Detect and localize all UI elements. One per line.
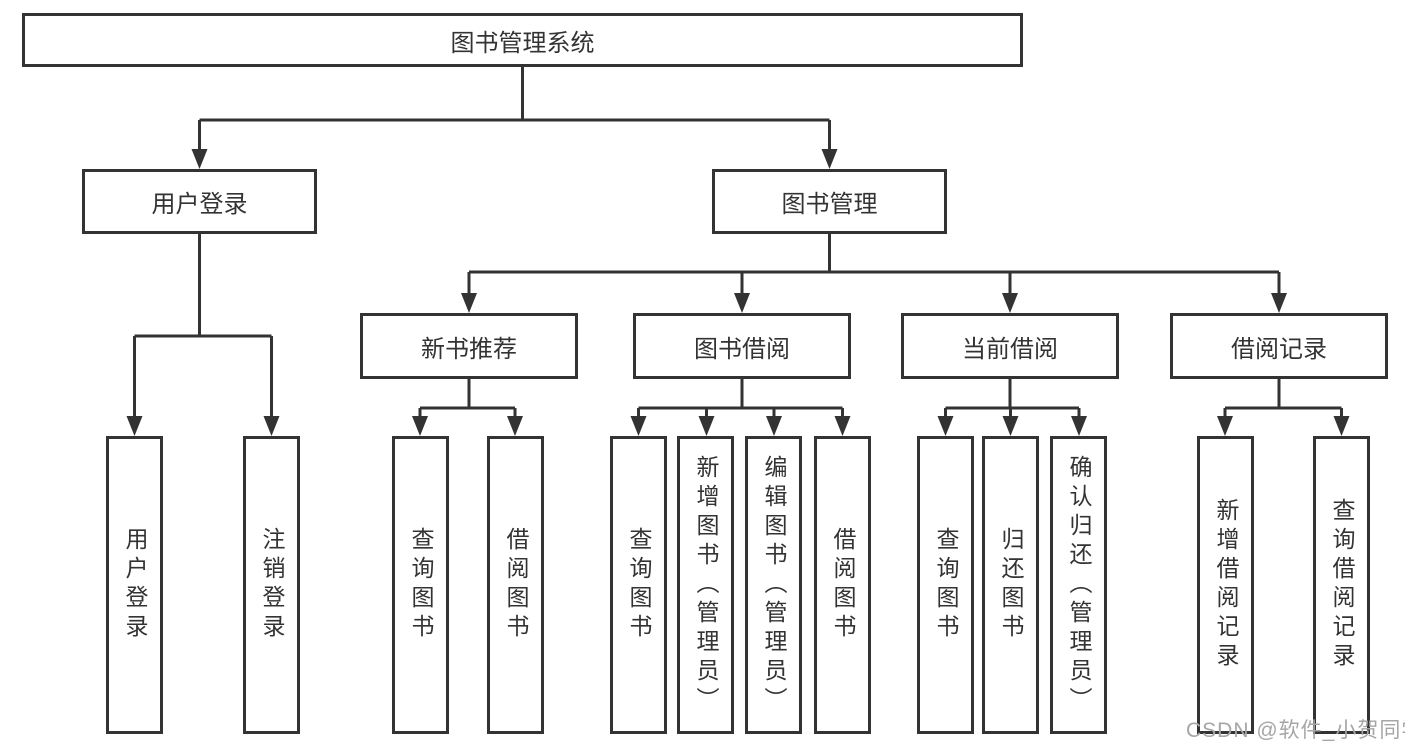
leaf-query-books-current: 查询图书 — [917, 436, 974, 734]
leaf-return-books: 归还图书 — [982, 436, 1039, 734]
node-book-management-group: 图书管理 — [712, 169, 947, 234]
connector-user-login — [126, 234, 280, 436]
leaf-borrow-books-recommend: 借阅图书 — [487, 436, 544, 734]
leaf-confirm-return-admin: 确认归还（管理员） — [1050, 436, 1107, 734]
node-new-book-recommend: 新书推荐 — [360, 313, 578, 379]
leaf-add-borrow-record: 新增借阅记录 — [1197, 436, 1254, 734]
leaf-label: 新增借阅记录 — [1213, 498, 1239, 672]
leaf-label: 查询借阅记录 — [1329, 498, 1355, 672]
node-current-borrowing: 当前借阅 — [901, 313, 1119, 379]
connector-current-borrowing — [937, 379, 1087, 436]
node-book-borrowing: 图书借阅 — [633, 313, 851, 379]
leaf-label: 注销登录 — [259, 527, 285, 643]
connector-borrow-records — [1217, 379, 1350, 436]
leaf-query-borrow-record: 查询借阅记录 — [1313, 436, 1370, 734]
leaf-add-book-admin: 新增图书（管理员） — [677, 436, 734, 734]
leaf-query-books-recommend: 查询图书 — [392, 436, 449, 734]
leaf-label: 确认归还（管理员） — [1066, 454, 1092, 716]
connector-book-borrowing — [630, 379, 851, 436]
leaf-label: 查询图书 — [933, 527, 959, 643]
leaf-label: 查询图书 — [408, 527, 434, 643]
leaf-label: 借阅图书 — [503, 527, 529, 643]
leaf-label: 归还图书 — [998, 527, 1024, 643]
leaf-borrow-books-borrowing: 借阅图书 — [814, 436, 871, 734]
leaf-label: 借阅图书 — [830, 527, 856, 643]
leaf-edit-book-admin: 编辑图书（管理员） — [745, 436, 802, 734]
node-user-login-group: 用户登录 — [82, 169, 317, 234]
leaf-label: 新增图书（管理员） — [693, 454, 719, 716]
node-borrow-records: 借阅记录 — [1170, 313, 1388, 379]
leaf-label: 用户登录 — [122, 527, 148, 643]
connector-new-book-recommend — [412, 379, 523, 436]
leaf-user-login: 用户登录 — [106, 436, 163, 734]
leaf-logout: 注销登录 — [243, 436, 300, 734]
csdn-watermark: CSDN @软件_小贺同学 — [1186, 719, 1405, 742]
node-library-management-system: 图书管理系统 — [22, 13, 1023, 67]
connector-root — [191, 67, 838, 169]
leaf-label: 查询图书 — [626, 527, 652, 643]
leaf-label: 编辑图书（管理员） — [761, 454, 787, 716]
connector-book-management — [461, 234, 1287, 313]
leaf-query-books-borrowing: 查询图书 — [610, 436, 667, 734]
